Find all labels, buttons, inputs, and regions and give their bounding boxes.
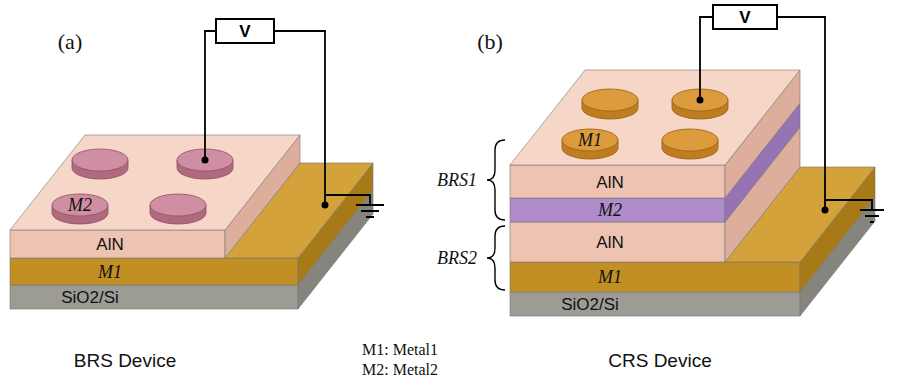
layer-label: SiO2/Si [61, 289, 119, 306]
probe-dot [322, 202, 329, 209]
aln-front [10, 230, 225, 258]
pad-label: M1 [578, 131, 602, 149]
m2-front [510, 198, 725, 222]
layer-label: AlN [596, 234, 623, 251]
substrate-front [510, 292, 800, 316]
m1-front [510, 262, 800, 292]
electrode-pad [150, 194, 206, 224]
wire [205, 31, 215, 158]
aln-front [510, 222, 725, 262]
source-label: V [739, 9, 750, 26]
voltage-source-box: V [712, 4, 778, 30]
electrode-pad [562, 129, 618, 159]
pad-label: M2 [68, 196, 92, 214]
electrode-pad [582, 89, 638, 119]
ground-symbol [356, 205, 384, 217]
key-entry: M1: Metal1 [362, 342, 438, 358]
probe-dot [697, 97, 704, 104]
probe-dot [822, 207, 829, 214]
bracket [487, 226, 505, 290]
aln-top [10, 135, 300, 230]
brackets [487, 140, 505, 290]
m1-front [10, 258, 298, 285]
probe-dot [202, 157, 209, 164]
bracket [487, 140, 505, 220]
bracket-label: BRS2 [437, 249, 477, 267]
panel-letter: (a) [58, 31, 82, 53]
electrode-pad [52, 194, 108, 224]
voltage-source-box: V [215, 18, 275, 44]
crs-stack [510, 70, 875, 316]
caption: BRS Device [74, 351, 176, 370]
wire [825, 200, 872, 210]
layer-label: M1 [598, 268, 622, 286]
aln-top [510, 70, 800, 165]
wires [205, 31, 384, 217]
caption: CRS Device [608, 351, 711, 370]
ground-symbol [860, 210, 884, 222]
wire [778, 17, 825, 210]
electrode-pad [72, 149, 128, 179]
bracket-label: BRS1 [437, 171, 477, 189]
layer-label: M2 [598, 201, 622, 219]
electrode-pad [662, 129, 718, 159]
layer-label: M1 [98, 263, 122, 281]
panel-letter: (b) [477, 31, 503, 53]
wire [275, 31, 325, 205]
wire [325, 195, 370, 205]
layer-label: AlN [96, 236, 123, 253]
brs-stack [10, 135, 373, 309]
layer-label: SiO2/Si [561, 296, 619, 313]
aln-front [510, 165, 725, 198]
layer-label: AlN [596, 174, 623, 191]
key-entry: M2: Metal2 [362, 362, 438, 378]
substrate-front [10, 285, 298, 309]
wires [700, 17, 884, 222]
source-label: V [239, 23, 250, 40]
wire [700, 17, 712, 98]
